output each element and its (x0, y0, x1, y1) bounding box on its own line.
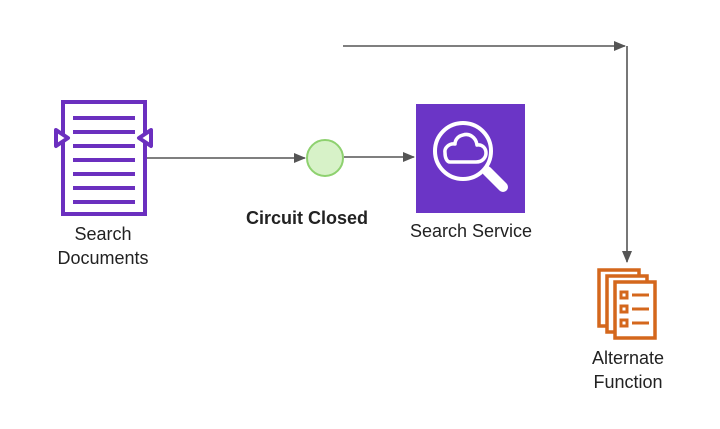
search-documents-label-line1: Search (74, 224, 132, 244)
stacked-documents-icon (597, 268, 657, 340)
alternate-function-label-line2: Function (593, 372, 663, 392)
alternate-function-label-line1: Alternate (591, 348, 665, 368)
search-service-label: Search Service (409, 221, 533, 241)
search-documents-label: Search Documents (48, 222, 158, 270)
circuit-state-label: Circuit Closed (245, 208, 369, 228)
search-documents-label-line2: Documents (57, 248, 149, 268)
alternate-function-label: Alternate Function (576, 346, 680, 394)
document-icon (54, 100, 153, 216)
search-service-box (416, 104, 525, 213)
circuit-state-dot (306, 139, 344, 177)
search-cloud-icon (433, 121, 508, 192)
